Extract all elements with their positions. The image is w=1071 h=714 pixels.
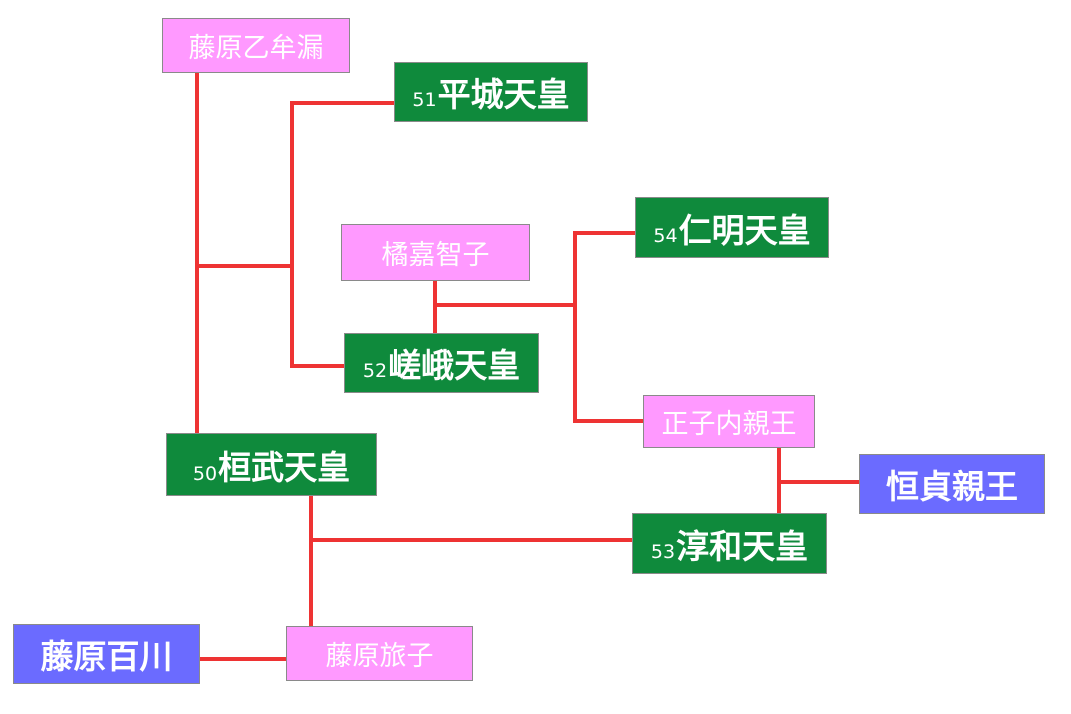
node-label: 淳和天皇 bbox=[676, 526, 809, 566]
node-tsunesada-shinno: 恒貞親王 bbox=[859, 454, 1045, 514]
node-junna-tenno: 53 淳和天皇 bbox=[632, 513, 827, 574]
node-fujiwara-tabiko: 藤原旅子 bbox=[286, 626, 473, 681]
node-label: 正子内親王 bbox=[661, 409, 797, 440]
node-label: 橘嘉智子 bbox=[381, 240, 490, 271]
node-label: 藤原旅子 bbox=[325, 641, 434, 672]
reign-number: 51 bbox=[412, 89, 437, 111]
node-heizei-tenno: 51 平城天皇 bbox=[394, 62, 588, 122]
reign-number: 52 bbox=[362, 360, 388, 382]
node-seishi-naishinno: 正子内親王 bbox=[643, 395, 815, 448]
node-saga-tenno: 52 嵯峨天皇 bbox=[344, 333, 539, 393]
reign-number: 53 bbox=[650, 541, 676, 563]
node-label: 仁明天皇 bbox=[678, 210, 811, 250]
reign-number: 50 bbox=[192, 463, 218, 485]
node-label: 恒貞親王 bbox=[886, 467, 1018, 506]
reign-number: 54 bbox=[653, 225, 678, 247]
node-tachibana-kachiko: 橘嘉智子 bbox=[341, 224, 530, 281]
node-fujiwara-momokawa: 藤原百川 bbox=[13, 624, 200, 684]
node-ninmyo-tenno: 54 仁明天皇 bbox=[635, 197, 829, 258]
node-label: 平城天皇 bbox=[437, 75, 570, 114]
node-label: 桓武天皇 bbox=[218, 447, 351, 487]
node-fujiwara-otomuro: 藤原乙牟漏 bbox=[162, 18, 350, 73]
node-label: 嵯峨天皇 bbox=[388, 346, 521, 385]
node-label: 藤原百川 bbox=[40, 637, 173, 676]
node-label: 藤原乙牟漏 bbox=[188, 33, 324, 64]
node-kanmu-tenno: 50 桓武天皇 bbox=[166, 433, 377, 496]
